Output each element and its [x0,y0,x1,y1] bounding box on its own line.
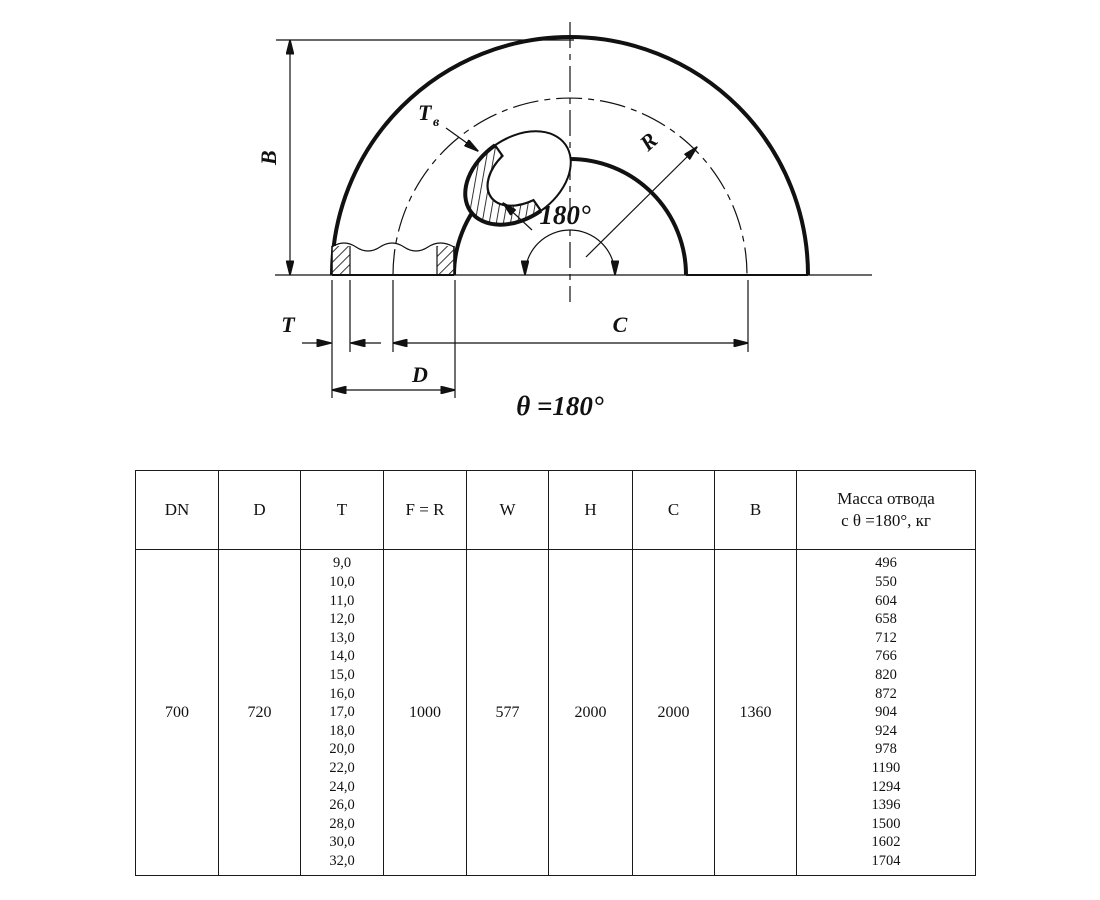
cell-c: 2000 [632,549,715,876]
dimension-t: T [281,280,381,398]
wall-section-detail: T в [418,100,572,231]
dimension-table: DN D T F = R W H C B Масса отвода с θ =1… [135,470,976,876]
label-t: T [281,312,296,337]
label-r: R [634,127,662,156]
cell-w: 577 [466,549,549,876]
label-tb-sub: в [433,115,440,130]
col-header-h: H [548,470,633,550]
cell-mass: 496 550 604 658 712 766 820 872 904 924 … [796,549,976,876]
cell-t: 9,0 10,0 11,0 12,0 13,0 14,0 15,0 16,0 1… [300,549,384,876]
col-header-w: W [466,470,549,550]
col-header-c: C [632,470,715,550]
col-header-d: D [218,470,301,550]
end-section-cut [331,242,808,276]
table-header-row: DN D T F = R W H C B Масса отвода с θ =1… [135,470,976,550]
col-header-dn: DN [135,470,219,550]
label-c: C [613,312,628,337]
bend-centerline-arc [392,97,748,276]
label-tb: T [418,100,433,125]
cell-h: 2000 [548,549,633,876]
col-header-t: T [300,470,384,550]
cell-d: 720 [218,549,301,876]
table-data-row: 700 720 9,0 10,0 11,0 12,0 13,0 14,0 15,… [135,549,976,876]
cell-dn: 700 [135,549,219,876]
cell-b: 1360 [714,549,797,876]
col-header-b: B [714,470,797,550]
label-angle: 180° [539,200,591,230]
dimension-c: C [393,280,748,352]
elbow-drawing: T в B T D C [256,22,872,421]
label-d: D [411,362,428,387]
col-header-fr: F = R [383,470,467,550]
col-header-mass: Масса отвода с θ =180°, кг [796,470,976,550]
angle-dimension: 180° [525,200,615,275]
dimension-b: B [256,40,574,275]
theta-caption: θ =180° [516,391,604,421]
outer-arc [330,35,810,276]
label-b: B [256,150,281,166]
cell-fr: 1000 [383,549,467,876]
